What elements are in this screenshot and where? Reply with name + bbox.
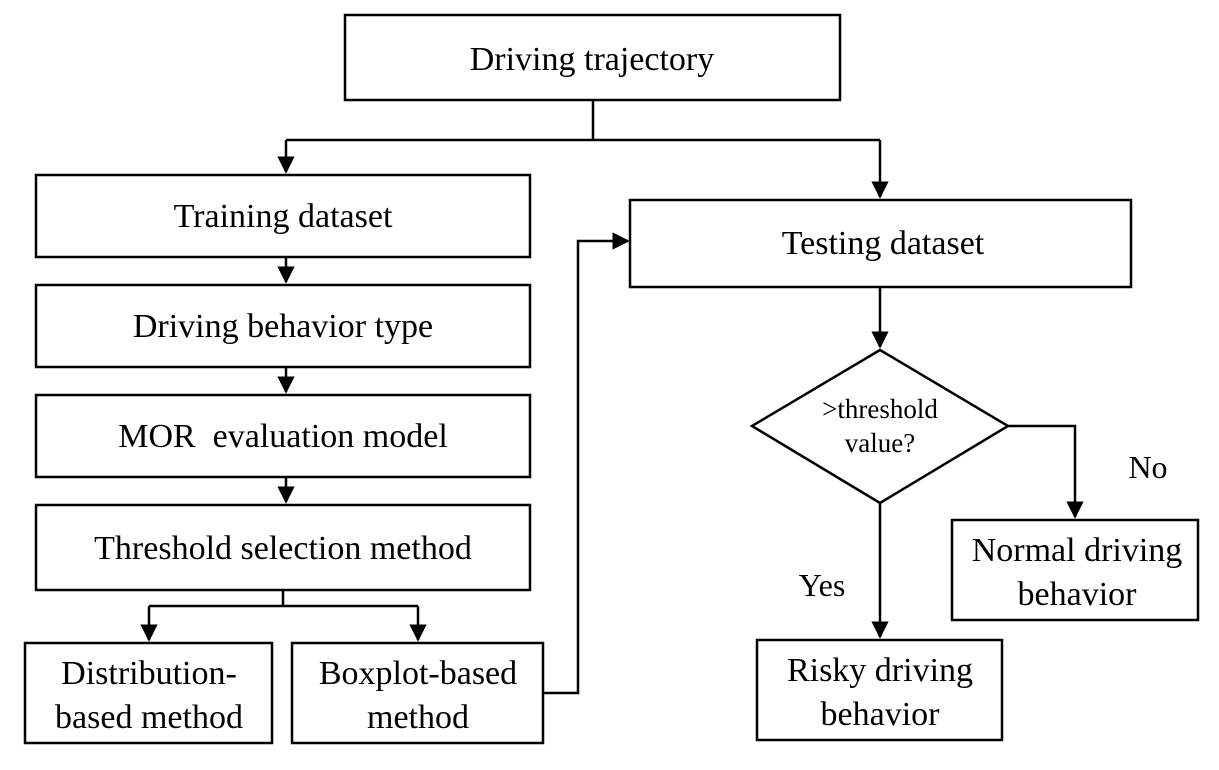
edge-label-yes: Yes bbox=[799, 567, 846, 603]
arrow-decision-to-normal bbox=[1008, 424, 1084, 519]
arrow-boxplot-to-testing bbox=[543, 232, 630, 695]
normal-label-line1: Normal driving bbox=[972, 532, 1183, 569]
risky-label-line2: behavior bbox=[821, 696, 941, 733]
mor-evaluation-model-label: MOR evaluation model bbox=[118, 418, 448, 455]
box-driving-trajectory: Driving trajectory bbox=[343, 13, 842, 102]
box-risky-driving-behavior: Risky driving behavior bbox=[755, 638, 1004, 742]
boxplot-label-line1: Boxplot-based bbox=[319, 655, 517, 692]
driving-trajectory-label: Driving trajectory bbox=[470, 41, 715, 78]
boxplot-label-line2: method bbox=[367, 699, 469, 736]
normal-label-line2: behavior bbox=[1018, 576, 1138, 613]
threshold-selection-method-label: Threshold selection method bbox=[94, 530, 472, 567]
box-training-dataset: Training dataset bbox=[34, 173, 532, 259]
box-testing-dataset: Testing dataset bbox=[628, 198, 1133, 289]
risky-label-line1: Risky driving bbox=[787, 652, 973, 689]
distribution-label-line2: based method bbox=[55, 699, 243, 736]
decision-label-line1: >threshold bbox=[822, 394, 938, 424]
box-normal-driving-behavior: Normal driving behavior bbox=[950, 518, 1200, 622]
decision-threshold-value: >threshold value? bbox=[749, 348, 1011, 505]
box-distribution-based-method: Distribution- based method bbox=[23, 641, 274, 745]
connectors bbox=[140, 100, 1084, 695]
driving-behavior-type-label: Driving behavior type bbox=[133, 308, 433, 345]
box-mor-evaluation-model: MOR evaluation model bbox=[34, 393, 532, 479]
box-driving-behavior-type: Driving behavior type bbox=[34, 283, 532, 369]
edge-label-no: No bbox=[1128, 449, 1167, 485]
box-threshold-selection-method: Threshold selection method bbox=[34, 503, 532, 592]
distribution-label-line1: Distribution- bbox=[61, 655, 237, 692]
decision-label-line2: value? bbox=[845, 428, 915, 458]
training-dataset-label: Training dataset bbox=[174, 198, 393, 235]
box-boxplot-based-method: Boxplot-based method bbox=[290, 641, 545, 745]
testing-dataset-label: Testing dataset bbox=[782, 225, 985, 262]
